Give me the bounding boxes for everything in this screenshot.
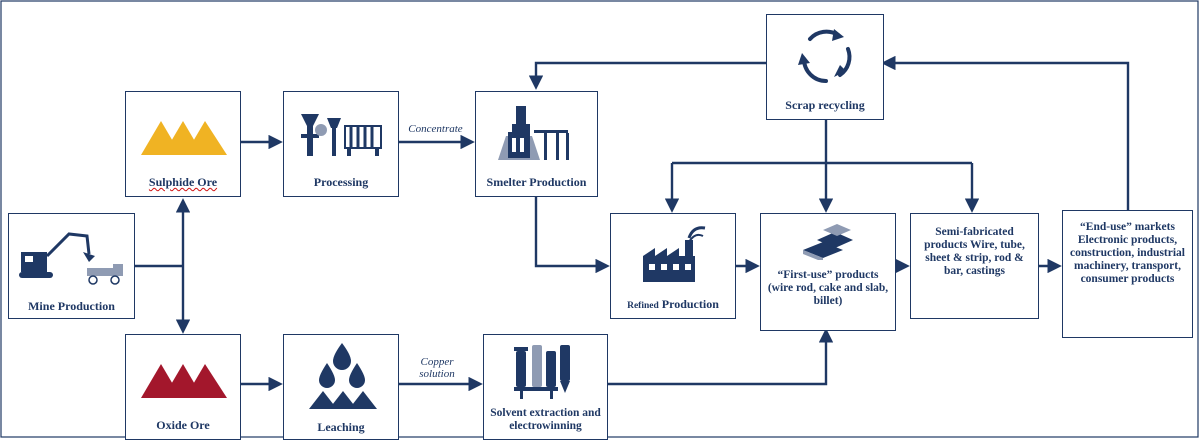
node-mine-production: Mine Production (8, 213, 135, 319)
copper-ingots-icon (803, 224, 853, 260)
ore-pile-icon (141, 121, 227, 155)
droplets-pile-icon (309, 343, 377, 409)
factory-icon (643, 226, 706, 282)
edge-label-concentrate: Concentrate (408, 123, 463, 135)
edge-scrap-smelter (528, 61, 766, 90)
node-oxide-ore: Oxide Ore (125, 334, 241, 440)
label-sulphide-ore: Sulphide Ore (126, 176, 240, 189)
node-processing: Processing (283, 91, 399, 197)
label-oxide-ore: Oxide Ore (156, 418, 210, 432)
excavator-truck-icon (19, 232, 123, 285)
node-first-use-products: “First-use” products (wire rod, cake and… (760, 213, 896, 331)
label-smelter-production: Smelter Production (486, 175, 587, 189)
edge-solvent-firstuse (608, 328, 834, 386)
label-scrap-recycling: Scrap recycling (785, 98, 865, 112)
ore-pile-icon (141, 364, 227, 398)
extraction-columns-icon (514, 345, 570, 399)
refined-suffix: Production (658, 297, 719, 311)
label-end-use-markets: “End-use” markets Electronic products, c… (1069, 221, 1185, 285)
label-first-use-products: “First-use” products (wire rod, cake and… (767, 269, 889, 307)
label-processing: Processing (313, 175, 369, 189)
label-mine-production: Mine Production (28, 299, 115, 313)
smelter-icon (498, 106, 569, 160)
node-sulphide-ore: Sulphide Ore (125, 91, 241, 197)
label-semi-fabricated: Semi-fabricated products Wire, tube, she… (924, 226, 1025, 277)
node-end-use-markets: “End-use” markets Electronic products, c… (1062, 210, 1193, 338)
refined-prefix: Refined (627, 301, 659, 311)
edge-label-copper-solution: Copper solution (419, 356, 455, 380)
label-solvent-extraction: Solvent extraction and electrowinning (490, 407, 601, 432)
recycle-arrows-icon (798, 29, 852, 83)
label-leaching: Leaching (317, 420, 365, 434)
node-smelter-production: Smelter Production (475, 91, 598, 197)
crusher-mill-icon (301, 114, 382, 156)
node-semi-fabricated: Semi-fabricated products Wire, tube, she… (910, 213, 1039, 319)
edge-enduse-scrap (881, 55, 1130, 210)
node-refined-production: Refined Production (610, 213, 736, 319)
node-solvent-extraction: Solvent extraction and electrowinning (483, 334, 608, 440)
node-scrap-recycling: Scrap recycling (766, 14, 884, 120)
node-leaching: Leaching (283, 334, 399, 440)
sulphide-ore-text: Sulphide Ore (148, 175, 218, 189)
edge-smelter-refined (534, 196, 610, 274)
label-refined-production: Refined Production (611, 298, 735, 313)
